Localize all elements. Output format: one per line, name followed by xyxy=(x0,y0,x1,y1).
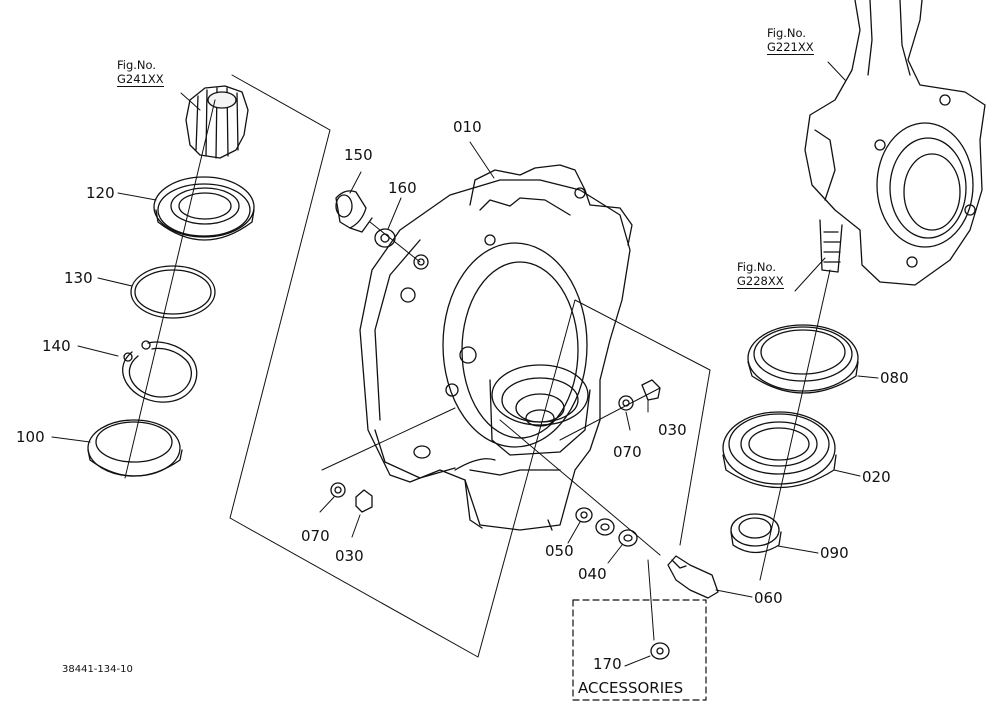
part-label-030-left: 030 xyxy=(335,547,364,565)
figure-ref-label: Fig.No. xyxy=(117,58,157,72)
part-label-160: 160 xyxy=(388,179,417,197)
washer-050 xyxy=(575,507,593,523)
accessories-label: ACCESSORIES xyxy=(578,679,684,697)
snap-ring-140 xyxy=(122,340,198,403)
figure-ref-g221: Fig.No. G221XX xyxy=(767,26,814,55)
part-label-120: 120 xyxy=(86,184,115,202)
figure-ref-code: G228XX xyxy=(737,274,784,289)
collar-090 xyxy=(730,513,782,554)
accessories-box xyxy=(572,599,707,701)
bearing-020 xyxy=(722,411,837,489)
housing-010 xyxy=(359,164,633,531)
figure-ref-g241: Fig.No. G241XX xyxy=(117,58,164,87)
washer-170 xyxy=(650,642,670,660)
washer-040b xyxy=(618,529,638,547)
drawing-reference: 38441-134-10 xyxy=(62,664,133,675)
plug-150 xyxy=(335,190,373,233)
figure-ref-code: G241XX xyxy=(117,72,164,87)
gasket-160 xyxy=(374,228,396,248)
assembly-outline xyxy=(229,74,711,658)
knuckle-arm-g221 xyxy=(804,0,986,286)
oil-seal-080 xyxy=(747,324,859,394)
part-label-100: 100 xyxy=(16,428,45,446)
figure-ref-label: Fig.No. xyxy=(767,26,807,40)
part-label-070-left: 070 xyxy=(301,527,330,545)
washer-040a xyxy=(595,518,615,536)
part-label-010: 010 xyxy=(453,118,482,136)
part-label-170: 170 xyxy=(593,655,622,673)
figure-ref-label: Fig.No. xyxy=(737,260,777,274)
figure-ref-g228: Fig.No. G228XX xyxy=(737,260,784,289)
spline-shaft-g228 xyxy=(819,219,843,273)
part-label-050: 050 xyxy=(545,542,574,560)
part-label-070-right: 070 xyxy=(613,443,642,461)
ball-bearing-120 xyxy=(153,176,255,241)
leader-lines xyxy=(51,61,879,667)
part-label-130: 130 xyxy=(64,269,93,287)
oring-130 xyxy=(130,265,216,319)
part-label-140: 140 xyxy=(42,337,71,355)
part-label-030-right: 030 xyxy=(658,421,687,439)
part-label-060: 060 xyxy=(754,589,783,607)
part-label-150: 150 xyxy=(344,146,373,164)
part-label-080: 080 xyxy=(880,369,909,387)
pinion-gear-g241 xyxy=(185,85,249,159)
figure-ref-code: G221XX xyxy=(767,40,814,55)
bolt-030-right xyxy=(641,379,661,401)
washer-070-left xyxy=(330,482,346,498)
part-label-020: 020 xyxy=(862,468,891,486)
part-label-090: 090 xyxy=(820,544,849,562)
part-label-040: 040 xyxy=(578,565,607,583)
bolt-030-left xyxy=(355,489,373,513)
oil-seal-100 xyxy=(87,419,183,477)
bolt-060 xyxy=(667,555,719,599)
